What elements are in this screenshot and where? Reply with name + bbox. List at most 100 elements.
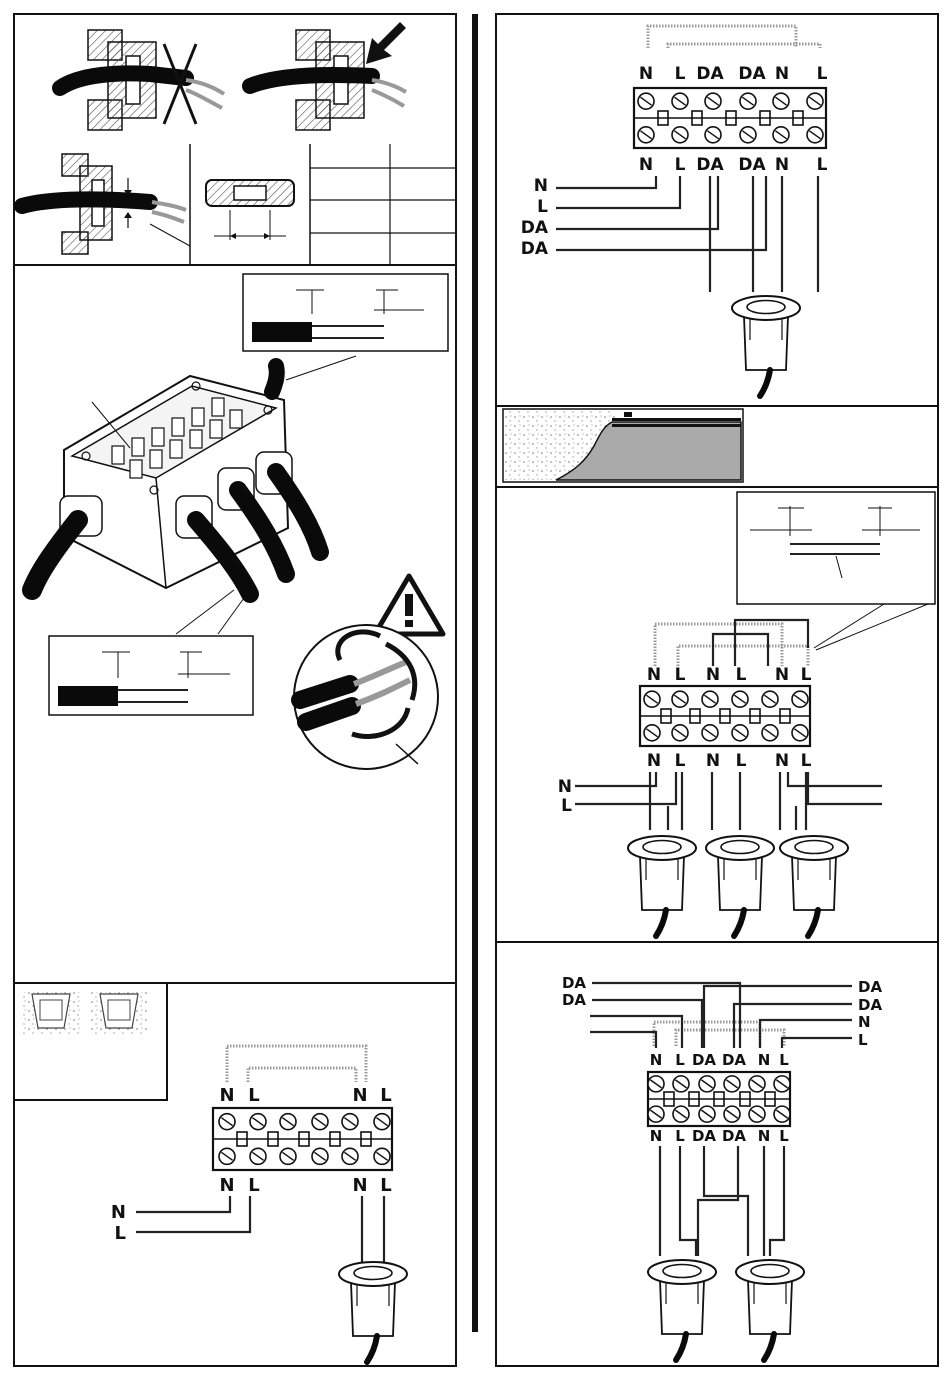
- leader-line: [286, 356, 356, 380]
- terminal-screw: [773, 127, 789, 143]
- twist-wires-figure: [294, 625, 438, 769]
- wire: [592, 1000, 702, 1048]
- wire: [136, 1196, 250, 1232]
- terminal-label: N: [647, 751, 661, 771]
- lamp-cable: [367, 1336, 377, 1362]
- terminal-label: L: [675, 64, 686, 84]
- terminal-screw: [774, 1076, 790, 1092]
- terminal-screw: [702, 691, 718, 707]
- fixing-detail-figure-b: [90, 992, 148, 1034]
- terminal-screw: [342, 1148, 358, 1164]
- terminal-label: N: [352, 1085, 367, 1106]
- terminal-screw: [724, 1076, 740, 1092]
- wire: [556, 176, 656, 188]
- terminal-label: DA: [722, 1127, 746, 1145]
- terminal-label: L: [858, 1031, 868, 1049]
- terminal-label: L: [817, 64, 828, 84]
- lamp-lens: [751, 1265, 789, 1278]
- terminal-label: N: [775, 155, 789, 175]
- terminal-label: N: [706, 665, 720, 685]
- lamp-lens: [643, 841, 681, 854]
- terminal-screw: [807, 93, 823, 109]
- terminal-screw: [749, 1076, 765, 1092]
- lamp-cable: [676, 1334, 686, 1360]
- terminal-label: L: [675, 1051, 685, 1069]
- lamp-lens: [354, 1267, 392, 1280]
- terminal-label: N: [775, 665, 789, 685]
- terminal-block: [634, 88, 826, 148]
- terminal-block: [213, 1108, 392, 1170]
- terminal-label: DA: [696, 155, 724, 175]
- recessed-lamp: [736, 1260, 804, 1360]
- terminal-label: DA: [521, 218, 549, 238]
- terminal-screw: [219, 1148, 235, 1164]
- terminal-screw: [702, 725, 718, 741]
- wire: [734, 1004, 852, 1048]
- terminal-label: N: [639, 155, 653, 175]
- terminal-label: DA: [738, 64, 766, 84]
- rope-link: [678, 646, 808, 666]
- terminal-screw: [724, 1106, 740, 1122]
- terminal-screw: [699, 1076, 715, 1092]
- terminal-screw: [374, 1114, 390, 1130]
- strip-length-inset-bottom: [49, 636, 253, 715]
- terminal-screw: [219, 1114, 235, 1130]
- lamp-cable: [656, 910, 666, 936]
- terminal-label: N: [758, 1127, 771, 1145]
- wire: [770, 1146, 784, 1256]
- terminal-screw: [644, 691, 660, 707]
- terminal-screw: [740, 93, 756, 109]
- junction-box-figure: [32, 366, 320, 594]
- terminal-screw: [773, 93, 789, 109]
- terminal-label: L: [675, 155, 686, 175]
- terminal-label: DA: [858, 996, 882, 1014]
- lamp-cable: [760, 370, 770, 396]
- terminal-label: N: [858, 1013, 871, 1031]
- strip-length-inset-right: [737, 492, 935, 604]
- terminal-screw: [644, 725, 660, 741]
- lamp-lens: [663, 1265, 701, 1278]
- lamp-cable: [734, 910, 744, 936]
- terminal-label: N: [558, 777, 572, 797]
- terminal-label: N: [775, 64, 789, 84]
- terminal-label: L: [675, 1127, 685, 1145]
- recessed-lamp: [648, 1260, 716, 1360]
- terminal-label: L: [248, 1175, 259, 1196]
- terminal-screw: [672, 127, 688, 143]
- recessed-lamp: [628, 836, 696, 936]
- terminal-screw: [749, 1106, 765, 1122]
- terminal-screw: [280, 1114, 296, 1130]
- lamp-lens: [747, 301, 785, 314]
- wire: [680, 1146, 696, 1256]
- terminal-label: L: [115, 1223, 126, 1244]
- terminal-label: DA: [738, 155, 766, 175]
- terminal-label: N: [647, 665, 661, 685]
- rope-link: [227, 1046, 366, 1082]
- terminal-label: N: [219, 1085, 234, 1106]
- terminal-label: N: [219, 1175, 234, 1196]
- leader-line: [218, 598, 244, 634]
- wire: [590, 1032, 656, 1048]
- recessed-lamp: [706, 836, 774, 936]
- leader-line: [816, 604, 928, 650]
- terminal-label: L: [248, 1085, 259, 1106]
- terminal-screw: [280, 1148, 296, 1164]
- terminal-screw: [792, 725, 808, 741]
- strip-length-inset-top: [243, 274, 448, 351]
- terminal-screw: [705, 127, 721, 143]
- terminal-label: DA: [722, 1051, 746, 1069]
- terminal-label: N: [111, 1202, 126, 1223]
- fixing-detail-figure-a: [22, 992, 80, 1034]
- wire: [808, 772, 882, 804]
- center-separator-bar: [472, 14, 478, 1332]
- terminal-label: L: [817, 155, 828, 175]
- terminal-label: DA: [692, 1051, 716, 1069]
- terminal-label: L: [801, 665, 812, 685]
- terminal-block: [640, 686, 810, 746]
- terminal-screw: [807, 127, 823, 143]
- wire: [556, 176, 680, 208]
- terminal-label: L: [675, 751, 686, 771]
- terminal-screw: [648, 1106, 664, 1122]
- terminal-label: L: [736, 751, 747, 771]
- lamp-cable: [808, 910, 818, 936]
